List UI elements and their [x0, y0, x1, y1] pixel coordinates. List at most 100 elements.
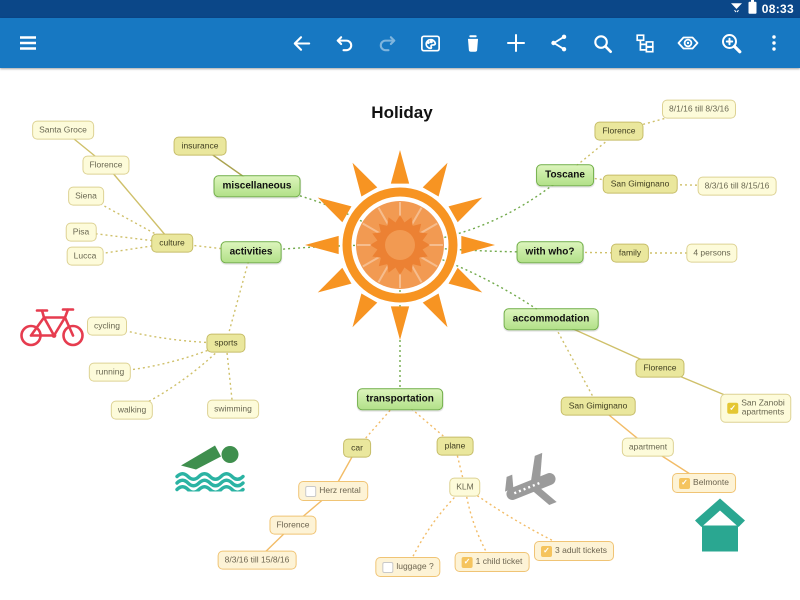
- checkbox-checked[interactable]: ✓: [679, 477, 691, 489]
- menu-icon[interactable]: [10, 25, 46, 61]
- add-node-icon[interactable]: [498, 25, 534, 61]
- bicycle-clipart[interactable]: [20, 302, 84, 355]
- layout-icon[interactable]: [627, 25, 663, 61]
- mindmap-node-transportation[interactable]: transportation: [357, 388, 443, 410]
- mindmap-node-3-adult-tickets[interactable]: ✓3 adult tickets: [534, 541, 614, 561]
- node-label: cycling: [94, 320, 120, 331]
- mindmap-node-apartment[interactable]: apartment: [621, 437, 675, 457]
- node-label: swimming: [214, 403, 252, 414]
- node-label: Herz rental: [319, 485, 361, 496]
- checkbox-unchecked[interactable]: [305, 485, 317, 497]
- mindmap-node-san-gimignano[interactable]: San Gimignano: [602, 174, 678, 194]
- airplane-clipart[interactable]: [493, 449, 569, 526]
- sun-image[interactable]: [305, 150, 495, 340]
- node-label: 3 adult tickets: [555, 545, 607, 556]
- mindmap-node-luggage-[interactable]: luggage ?: [375, 557, 441, 577]
- presentation-view-icon[interactable]: [670, 25, 706, 61]
- mindmap-node-santa-groce[interactable]: Santa Groce: [32, 120, 94, 140]
- mindmap-node-sports[interactable]: sports: [206, 333, 246, 353]
- mindmap-node-florence[interactable]: Florence: [594, 121, 644, 141]
- mindmap-link: [225, 251, 252, 344]
- node-label: transportation: [366, 393, 434, 405]
- mindmap-node-belmonte[interactable]: ✓Belmonte: [672, 473, 736, 493]
- node-label: Belmonte: [693, 477, 729, 488]
- mindmap-node-miscellaneous[interactable]: miscellaneous: [213, 175, 301, 197]
- mindmap-node-lucca[interactable]: Lucca: [66, 246, 104, 266]
- mindmap-node-florence[interactable]: Florence: [635, 358, 685, 378]
- node-label: Pisa: [72, 226, 90, 237]
- mindmap-title[interactable]: Holiday: [371, 103, 433, 122]
- search-icon[interactable]: [584, 25, 620, 61]
- more-overflow-icon[interactable]: [756, 25, 792, 61]
- node-label: accommodation: [512, 313, 590, 325]
- battery-icon: [748, 0, 757, 19]
- node-label: luggage ?: [396, 561, 434, 572]
- node-label: Florence: [643, 362, 677, 373]
- mindmap-node-klm[interactable]: KLM: [449, 477, 481, 497]
- mindmap-node-pisa[interactable]: Pisa: [65, 222, 97, 242]
- mindmap-node-family[interactable]: family: [610, 243, 650, 263]
- mindmap-node-8-3-16-till-15-8-16[interactable]: 8/3/16 till 15/8/16: [217, 550, 297, 570]
- style-palette-icon[interactable]: [412, 25, 448, 61]
- zoom-in-icon[interactable]: [713, 25, 749, 61]
- node-label: Toscane: [545, 169, 585, 181]
- checkbox-checked[interactable]: ✓: [461, 556, 473, 568]
- mindmap-link: [105, 164, 173, 244]
- undo-icon[interactable]: [326, 25, 362, 61]
- mindmap-node-insurance[interactable]: insurance: [173, 136, 227, 156]
- node-label: running: [95, 366, 125, 377]
- node-label: KLM: [456, 481, 474, 492]
- mindmap-node-1-child-ticket[interactable]: ✓1 child ticket: [454, 552, 530, 572]
- redo-icon[interactable]: [369, 25, 405, 61]
- mindmap-node-car[interactable]: car: [343, 438, 371, 458]
- mindmap-node-walking[interactable]: walking: [110, 400, 154, 420]
- node-label: San Gimignano: [568, 400, 628, 411]
- node-label: family: [618, 247, 642, 258]
- mindmap-node-8-1-16-till-8-3-16[interactable]: 8/1/16 till 8/3/16: [661, 99, 737, 119]
- mindmap-link: [399, 174, 566, 246]
- mindmap-node-swimming[interactable]: swimming: [207, 399, 259, 419]
- node-label: sports: [214, 337, 238, 348]
- node-label: car: [351, 442, 363, 453]
- node-label: 8/3/16 till 8/15/16: [704, 180, 770, 191]
- mindmap-node-accommodation[interactable]: accommodation: [503, 308, 599, 330]
- mindmap-node-san-gimignano[interactable]: San Gimignano: [560, 396, 636, 416]
- mindmap-node-culture[interactable]: culture: [151, 233, 193, 253]
- mindmap-link: [109, 342, 227, 373]
- checkbox-unchecked[interactable]: [382, 561, 394, 573]
- node-label: 4 persons: [693, 247, 731, 258]
- checkbox-checked[interactable]: ✓: [727, 402, 739, 414]
- mindmap-node-running[interactable]: running: [88, 362, 132, 382]
- mindmap-node-florence[interactable]: Florence: [269, 515, 317, 535]
- mindmap-node-herz-rental[interactable]: Herz rental: [298, 481, 368, 501]
- node-label: apartment: [628, 441, 668, 452]
- delete-icon[interactable]: [455, 25, 491, 61]
- mindmap-node-activities[interactable]: activities: [220, 241, 282, 263]
- checkbox-checked[interactable]: ✓: [541, 545, 553, 557]
- mindmap-node-cycling[interactable]: cycling: [87, 316, 127, 336]
- mindmap-node-4-persons[interactable]: 4 persons: [686, 243, 738, 263]
- swimmer-clipart[interactable]: [173, 438, 249, 497]
- house-clipart[interactable]: [694, 498, 746, 557]
- node-label: Lucca: [73, 250, 97, 261]
- node-label: with who?: [525, 246, 575, 258]
- mindmap-node-8-3-16-till-8-15-16[interactable]: 8/3/16 till 8/15/16: [697, 176, 777, 196]
- node-label: 8/1/16 till 8/3/16: [668, 103, 730, 114]
- node-label: Florence: [276, 519, 310, 530]
- mindmap-node-plane[interactable]: plane: [436, 436, 474, 456]
- node-label: San Gimignano: [610, 178, 670, 189]
- status-time: 08:33: [761, 2, 794, 16]
- mindmap-node-with-who-[interactable]: with who?: [516, 241, 584, 263]
- node-label: 1 child ticket: [475, 556, 523, 567]
- mindmap-node-toscane[interactable]: Toscane: [536, 164, 594, 186]
- mindmap-node-florence[interactable]: Florence: [82, 155, 130, 175]
- node-label: 8/3/16 till 15/8/16: [224, 554, 290, 565]
- back-icon[interactable]: [283, 25, 319, 61]
- mindmap-node-siena[interactable]: Siena: [68, 186, 104, 206]
- share-icon[interactable]: [541, 25, 577, 61]
- mindmap-link: [464, 486, 493, 563]
